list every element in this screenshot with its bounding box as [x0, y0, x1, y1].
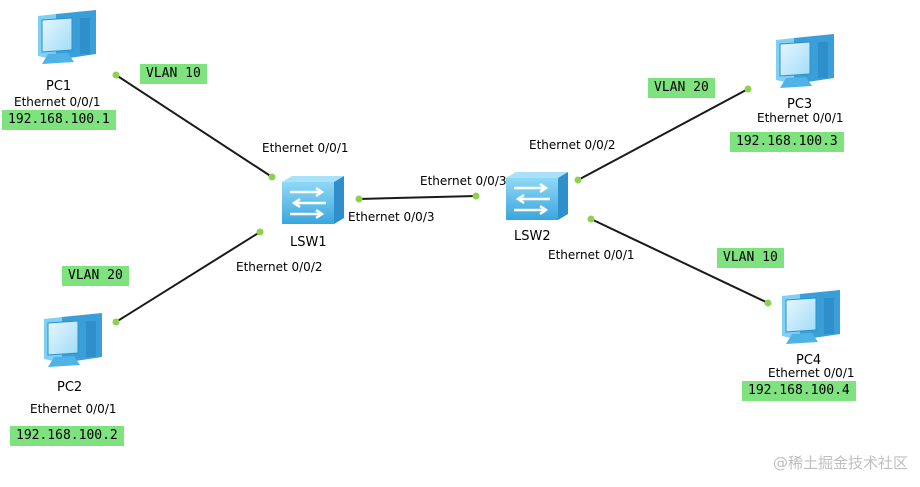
pc1-port-label: Ethernet 0/0/1 — [14, 95, 101, 109]
pc3-port-label: Ethernet 0/0/1 — [757, 111, 844, 125]
port-dot-pc3 — [744, 85, 752, 93]
lsw1-switch-icon[interactable] — [282, 176, 344, 224]
port-dot-pc4 — [764, 299, 772, 307]
pc2-vlan-tag: VLAN 20 — [62, 266, 129, 286]
port-dot-lsw2-e1 — [587, 215, 595, 223]
pc2-ip-tag: 192.168.100.2 — [10, 426, 124, 446]
pc3-name: PC3 — [787, 97, 813, 112]
port-dot-lsw2-e2 — [574, 176, 582, 184]
lsw2-port-e3-label: Ethernet 0/0/3 — [420, 174, 507, 188]
pc1-ip-tag: 192.168.100.1 — [2, 110, 116, 130]
watermark: @稀土掘金技术社区 — [772, 454, 908, 472]
link-lsw2-pc3[interactable] — [577, 88, 749, 181]
pc3-vlan-tag: VLAN 20 — [648, 78, 715, 98]
pc2-icon[interactable] — [44, 313, 102, 367]
pc3-ip-tag: 192.168.100.3 — [730, 132, 844, 152]
lsw1-port-e2-label: Ethernet 0/0/2 — [236, 260, 323, 274]
lsw1-name: LSW1 — [290, 235, 327, 250]
pc4-vlan-tag: VLAN 10 — [717, 248, 784, 268]
port-dot-lsw1-e2 — [256, 228, 264, 236]
pc4-icon[interactable] — [782, 290, 840, 344]
pc1-vlan-tag: VLAN 10 — [140, 64, 207, 84]
lsw2-port-e2-label: Ethernet 0/0/2 — [529, 138, 616, 152]
link-lsw1-lsw2[interactable] — [358, 195, 477, 200]
pc1-name: PC1 — [46, 79, 72, 94]
pc2-port-label: Ethernet 0/0/1 — [30, 402, 117, 416]
lsw2-switch-icon[interactable] — [506, 172, 568, 220]
pc4-ip-tag: 192.168.100.4 — [742, 381, 856, 401]
link-pc1-lsw1[interactable] — [115, 74, 273, 178]
port-dot-lsw1-e3 — [355, 195, 363, 203]
link-pc2-lsw1[interactable] — [115, 231, 261, 323]
lsw1-port-e3-label: Ethernet 0/0/3 — [348, 210, 435, 224]
lsw2-name: LSW2 — [514, 229, 551, 244]
pc2-name: PC2 — [57, 380, 83, 395]
lsw1-port-e1-label: Ethernet 0/0/1 — [262, 141, 349, 155]
port-dot-lsw1-e1 — [268, 173, 276, 181]
pc1-icon[interactable] — [38, 10, 96, 64]
lsw2-port-e1-label: Ethernet 0/0/1 — [548, 248, 635, 262]
pc3-icon[interactable] — [776, 34, 834, 88]
port-dot-lsw2-e3 — [472, 192, 480, 200]
pc4-name: PC4 — [796, 353, 822, 368]
port-dot-pc1 — [112, 71, 120, 79]
port-dot-pc2 — [112, 318, 120, 326]
link-lsw2-pc4[interactable] — [590, 218, 769, 304]
pc4-port-label: Ethernet 0/0/1 — [768, 366, 855, 380]
